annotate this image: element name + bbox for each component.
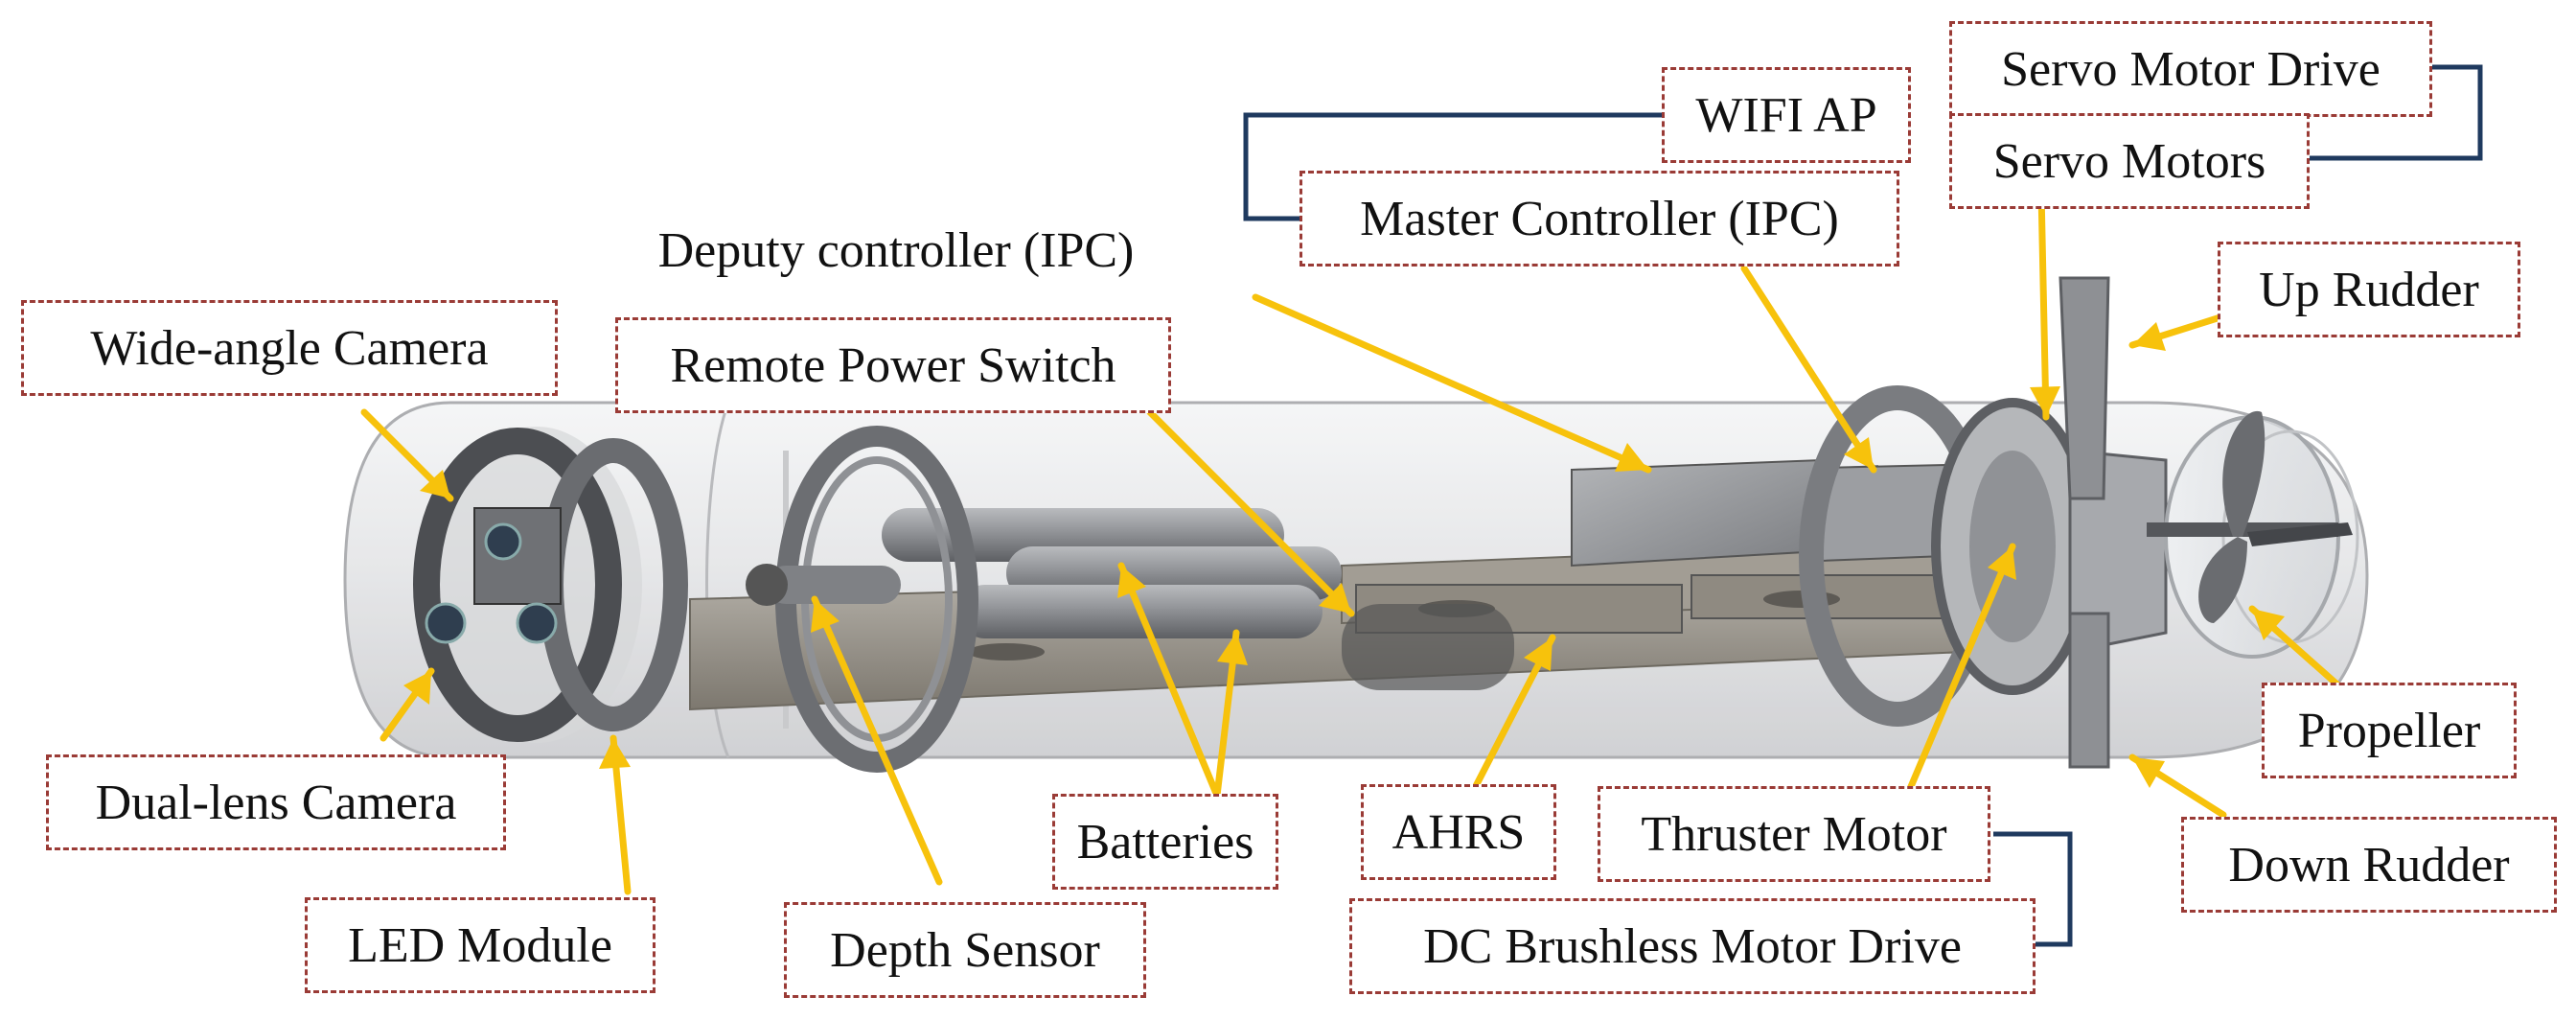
label-dual-lens-camera: Dual-lens Camera (46, 754, 506, 850)
label-dc-brushless-motor-drive: DC Brushless Motor Drive (1349, 898, 2036, 994)
label-depth-sensor: Depth Sensor (784, 902, 1146, 998)
label-led-module: LED Module (305, 897, 656, 993)
label-down-rudder: Down Rudder (2181, 817, 2557, 913)
label-wifi-ap: WIFI AP (1662, 67, 1911, 163)
label-wide-angle-camera: Wide-angle Camera (21, 300, 558, 396)
connector-brackets (1243, 64, 2483, 947)
bracket-wifi-master (1243, 112, 1687, 221)
label-servo-motor-drive: Servo Motor Drive (1949, 21, 2432, 117)
label-propeller: Propeller (2262, 683, 2517, 778)
label-thruster-motor: Thruster Motor (1598, 786, 1990, 882)
bracket-servo (2310, 64, 2483, 161)
leader-arrows (360, 188, 2342, 895)
bracket-thruster-dc (1993, 831, 2073, 947)
label-master-controller: Master Controller (IPC) (1300, 171, 1899, 267)
camera-nose (413, 427, 688, 743)
label-ahrs: AHRS (1361, 784, 1556, 880)
label-servo-motors: Servo Motors (1949, 113, 2310, 209)
label-deputy-controller: Deputy controller (IPC) (657, 222, 1135, 278)
controller-boxes (1571, 458, 1946, 568)
label-up-rudder: Up Rudder (2218, 242, 2520, 337)
label-remote-power-switch: Remote Power Switch (615, 317, 1171, 413)
tail-section (2058, 276, 2359, 769)
label-batteries: Batteries (1052, 794, 1278, 890)
